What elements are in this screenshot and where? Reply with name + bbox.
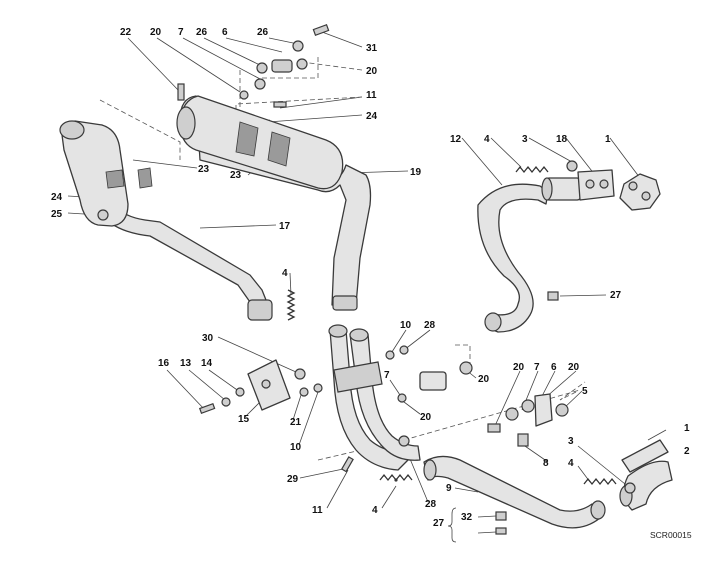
callout-20: 20 — [568, 362, 580, 373]
callout-24: 24 — [51, 192, 63, 203]
callout-7: 7 — [534, 362, 540, 373]
callout-numbers: 22 20 7 26 6 26 31 20 11 24 23 23 19 24 … — [51, 27, 692, 543]
top-fasteners — [177, 24, 330, 108]
callout-7: 7 — [178, 27, 184, 38]
callout-11: 11 — [366, 90, 377, 101]
callout-4: 4 — [484, 134, 490, 145]
callout-6: 6 — [551, 362, 557, 373]
callout-20: 20 — [366, 66, 378, 77]
callout-27: 27 — [433, 518, 445, 529]
callout-20: 20 — [478, 374, 490, 385]
center-hardware — [385, 345, 569, 482]
callout-brace — [447, 507, 457, 543]
callout-1: 1 — [684, 423, 690, 434]
callout-27: 27 — [610, 290, 622, 301]
callout-24: 24 — [366, 111, 378, 122]
left-muffler-assembly — [59, 120, 273, 321]
callout-20: 20 — [513, 362, 525, 373]
callout-7: 7 — [384, 370, 390, 381]
diagram-reference-code: SCR00015 — [650, 530, 692, 540]
callout-11: 11 — [312, 505, 323, 516]
callout-3: 3 — [568, 436, 574, 447]
callout-15: 15 — [238, 414, 250, 425]
callout-20: 20 — [150, 27, 162, 38]
bracket-plate — [198, 359, 354, 473]
callout-29: 29 — [287, 474, 299, 485]
callout-31: 31 — [366, 43, 378, 54]
upper-muffler-assembly — [176, 95, 372, 311]
callout-2: 2 — [684, 446, 690, 457]
callout-26: 26 — [257, 27, 269, 38]
callout-12: 12 — [450, 134, 462, 145]
callout-14: 14 — [201, 358, 213, 369]
callout-9: 9 — [446, 483, 452, 494]
callout-23: 23 — [230, 170, 242, 181]
callout-3: 3 — [522, 134, 528, 145]
callout-4: 4 — [282, 268, 288, 279]
callout-19: 19 — [410, 167, 422, 178]
callout-32: 32 — [461, 512, 473, 523]
rear-header-pipe — [477, 160, 661, 333]
callout-8: 8 — [543, 458, 549, 469]
callout-20: 20 — [420, 412, 432, 423]
callout-17: 17 — [279, 221, 291, 232]
callout-26: 26 — [196, 27, 208, 38]
spring-left — [286, 289, 296, 321]
callout-30: 30 — [202, 333, 214, 344]
callout-16: 16 — [158, 358, 170, 369]
callout-5: 5 — [582, 386, 588, 397]
callout-13: 13 — [180, 358, 192, 369]
callout-4: 4 — [372, 505, 378, 516]
callout-28: 28 — [424, 320, 436, 331]
callout-25: 25 — [51, 209, 63, 220]
callout-4: 4 — [568, 458, 574, 469]
lower-connecting-pipe — [423, 455, 606, 535]
callout-6: 6 — [222, 27, 228, 38]
callout-28: 28 — [425, 499, 437, 510]
callout-10: 10 — [290, 442, 302, 453]
callout-22: 22 — [120, 27, 132, 38]
spring-bottom — [379, 473, 413, 482]
callout-10: 10 — [400, 320, 412, 331]
rear-elbow-assembly — [583, 439, 673, 511]
callout-18: 18 — [556, 134, 568, 145]
front-header-collector — [328, 324, 421, 471]
callout-23: 23 — [198, 164, 210, 175]
callout-1: 1 — [605, 134, 611, 145]
callout-21: 21 — [290, 417, 302, 428]
